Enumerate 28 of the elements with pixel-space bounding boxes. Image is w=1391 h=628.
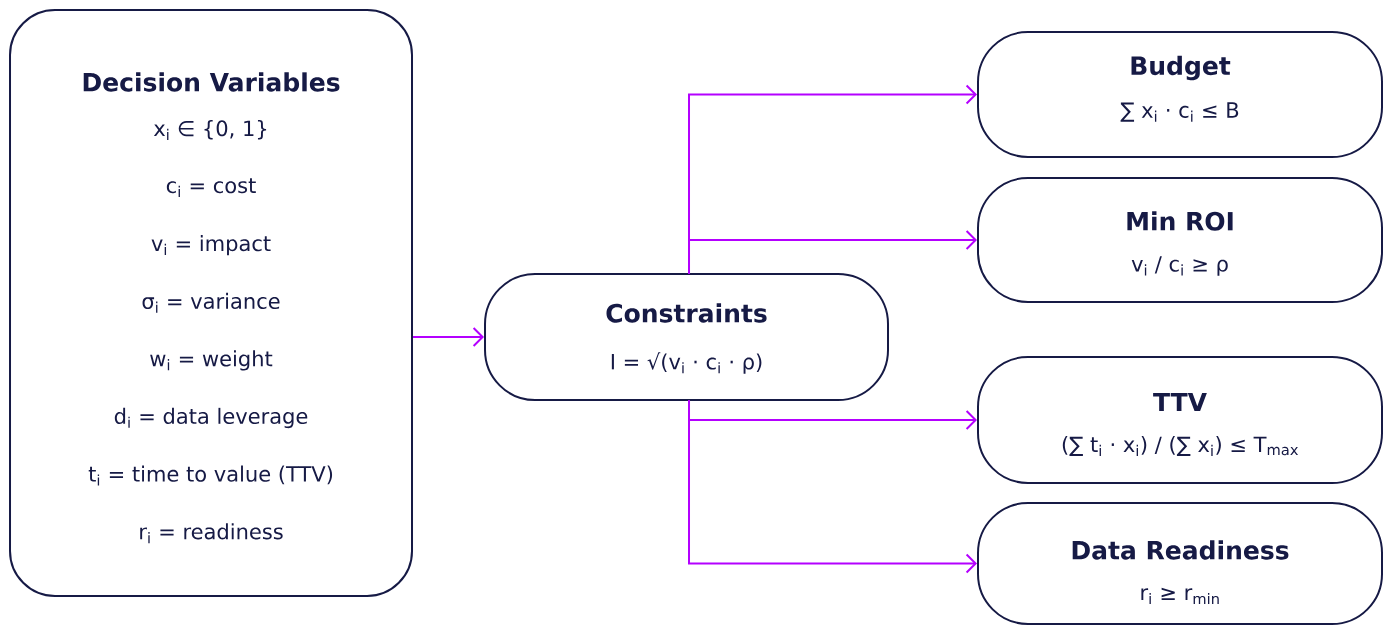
rounded-box — [977, 356, 1383, 484]
rounded-box — [484, 273, 889, 401]
formula-text: (∑ t$_{i}$ · x$_{i}$) / (∑ x$_{i}$) ≤ T$_{max}$ — [1062, 436, 1299, 456]
formula-text: x$_{i}$ ∈ {0, 1} — [153, 120, 267, 140]
formula-text: v$_{i}$ / c$_{i}$ ≥ ρ — [1131, 256, 1228, 276]
box-title: Constraints — [606, 303, 767, 323]
box-title: Min ROI — [1127, 211, 1233, 231]
box-title: Data Readiness — [1072, 540, 1289, 560]
rounded-box — [977, 502, 1383, 625]
formula-text: w$_{i}$ = weight — [150, 350, 273, 371]
formula-text: σ$_{i}$ = variance — [142, 292, 280, 313]
formula-text: I = √(v$_{i}$ · c$_{i}$ · ρ) — [611, 352, 762, 374]
rounded-box — [9, 9, 413, 597]
arrow — [688, 399, 977, 574]
box-title: Decision Variables — [83, 72, 340, 92]
formula-text: r$_{i}$ ≥ r$_{min}$ — [1141, 587, 1219, 605]
rounded-box — [977, 31, 1383, 158]
formula-text: d$_{i}$ = data leverage — [114, 407, 308, 429]
formula-text: v$_{i}$ = impact — [151, 235, 271, 256]
box-title: TTV — [1153, 392, 1207, 412]
formula-text: r$_{i}$ = readiness — [140, 523, 283, 544]
rounded-box — [977, 177, 1383, 303]
box-title: Budget — [1131, 55, 1231, 81]
arrow — [688, 230, 977, 275]
formula-text: c$_{i}$ = cost — [166, 178, 256, 197]
arrow — [412, 327, 484, 347]
formula-text: ∑ x$_{i}$ · c$_{i}$ ≤ B — [1120, 102, 1239, 122]
formula-text: t$_{i}$ = time to value (TTV) — [88, 465, 333, 486]
